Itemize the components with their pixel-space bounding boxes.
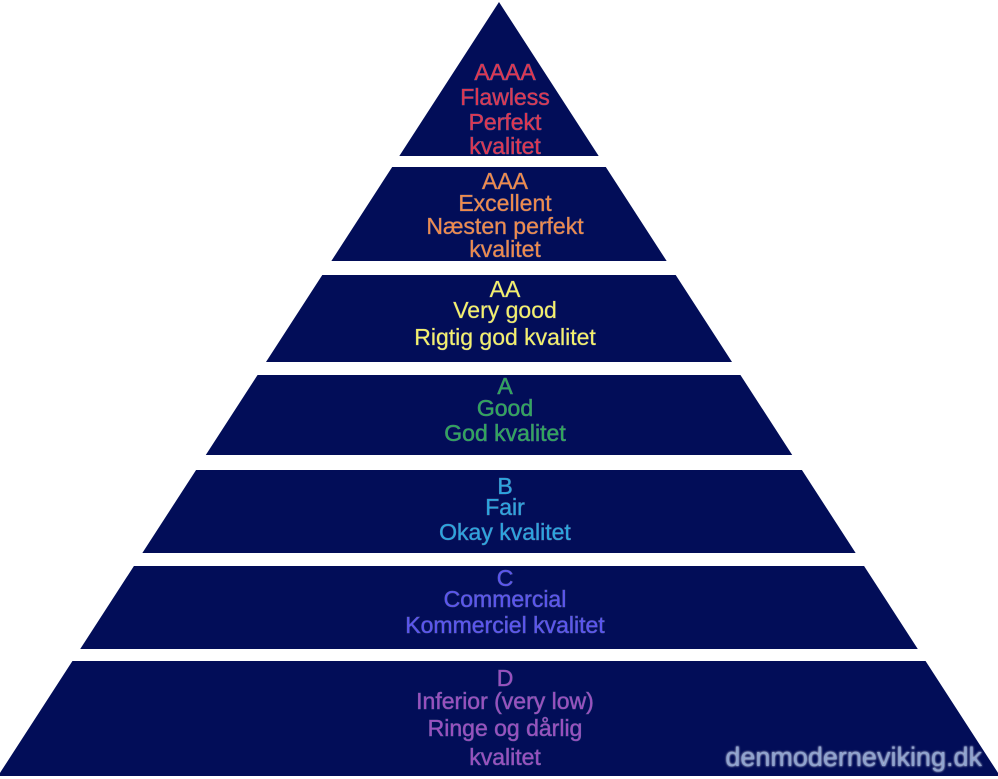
tier-label-aaa-line-1: AAA (482, 168, 529, 194)
tier-label-d-line-2: Inferior (very low) (416, 688, 594, 714)
tier-label-b-line-2: Fair (485, 494, 525, 520)
tier-label-aaa-line-3: Næsten perfekt (426, 213, 584, 239)
tier-label-aa-line-3: Rigtig god kvalitet (414, 324, 596, 350)
tier-label-a-line-2: Good (477, 395, 533, 421)
tier-label-aa-line-2: Very good (453, 297, 557, 323)
tier-label-aaaa-line-4: kvalitet (469, 133, 541, 159)
tier-label-c-line-2: Commercial (444, 586, 567, 612)
tier-shape-d (0, 661, 998, 776)
tier-label-aaa-line-4: kvalitet (469, 236, 541, 262)
tier-label-b-line-3: Okay kvalitet (439, 519, 571, 545)
tier-shape-c (80, 566, 918, 649)
tier-label-d-line-1: D (497, 665, 514, 691)
tier-label-aaaa-line-2: Flawless (460, 84, 549, 110)
tier-label-d-line-3: Ringe og dårlig (428, 715, 583, 741)
tier-label-aa-line-1: AA (490, 276, 521, 302)
tier-label-a-line-3: God kvalitet (444, 420, 566, 446)
tier-label-aaa-line-2: Excellent (458, 190, 552, 216)
tier-label-a-line-1: A (497, 373, 513, 399)
tier-shape-aaaa (399, 2, 599, 156)
tier-label-d-line-4: kvalitet (469, 744, 541, 770)
tier-shape-aaa (331, 167, 667, 261)
tier-shape-a (205, 375, 793, 455)
watermark-text: denmoderneviking.dk (725, 742, 982, 772)
tier-label-c-line-3: Kommerciel kvalitet (405, 612, 605, 638)
tier-label-aaaa-line-1: AAAA (474, 59, 536, 85)
tier-label-c-line-1: C (497, 565, 514, 591)
tier-shape-b (142, 470, 856, 553)
tier-shape-aa (265, 275, 733, 362)
tier-label-aaaa-line-3: Perfekt (469, 109, 542, 135)
tier-label-b-line-1: B (497, 473, 512, 499)
